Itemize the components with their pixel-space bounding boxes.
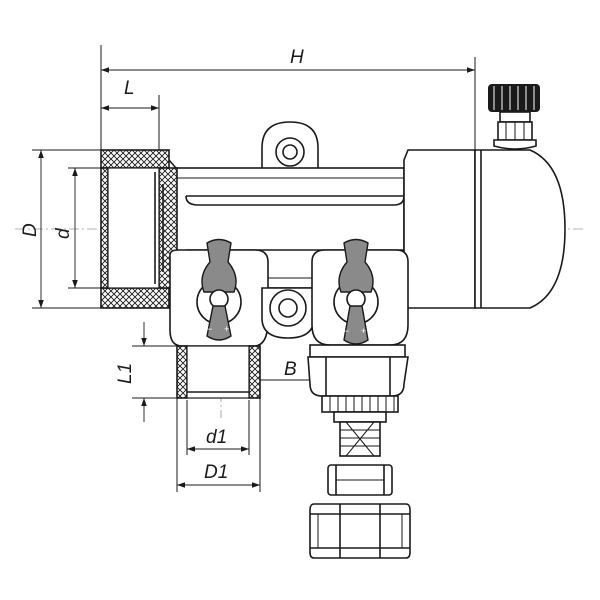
air-vent xyxy=(488,84,540,150)
dimension-labels: H L D d L1 B d1 D1 xyxy=(20,47,304,483)
svg-text:−: − xyxy=(207,324,212,334)
mounting-lug xyxy=(261,121,319,171)
air-vent-knob-icon xyxy=(488,84,540,112)
dim-label-d1: d1 xyxy=(206,427,227,448)
dim-label-D: D xyxy=(20,223,41,237)
dim-label-H: H xyxy=(290,47,304,68)
dim-label-d: d xyxy=(53,227,74,239)
dim-label-D1: D1 xyxy=(204,462,228,483)
svg-text:−: − xyxy=(344,326,349,336)
dim-label-L: L xyxy=(124,78,135,99)
left-valve-handle-icon: − + xyxy=(201,238,237,341)
inlet-fitting xyxy=(100,149,178,309)
center-boss xyxy=(261,287,315,339)
svg-text:+: + xyxy=(224,324,229,334)
dim-label-B: B xyxy=(284,359,297,380)
end-cap xyxy=(403,149,566,309)
outlet-left xyxy=(176,345,261,399)
dim-label-L1: L1 xyxy=(115,363,136,384)
right-valve-handle-icon: − + xyxy=(338,238,374,345)
outlet-right xyxy=(307,344,411,559)
svg-text:+: + xyxy=(361,326,366,336)
extension-lines xyxy=(32,45,476,492)
